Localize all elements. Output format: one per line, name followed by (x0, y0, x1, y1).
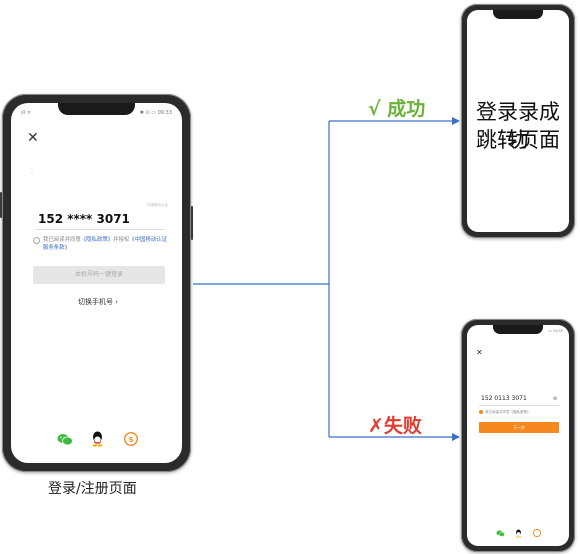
one-click-login-button[interactable]: 本机号码一键登录 (33, 266, 165, 284)
success-line-2: 跳转页面 (476, 128, 560, 152)
login-screen: ıll ᯤ ✱ ⊙ ▭ 09:33 ✕ ·· 中国移动认证 152 **** 3… (11, 103, 182, 463)
input-underline (35, 229, 165, 230)
close-icon[interactable]: ✕ (27, 130, 39, 146)
weibo-icon[interactable]: S (124, 432, 138, 446)
agreement-text: 我已阅读并同意《隐私政策》并授权《中国移动认证服务条款》 (43, 236, 168, 252)
success-phone: 登录录成功 跳转页面 (461, 4, 575, 238)
close-icon[interactable]: ✕ (476, 348, 483, 357)
next-button[interactable]: 下一步 (479, 422, 559, 433)
power-button (191, 206, 193, 240)
notch (58, 103, 135, 115)
qq-icon[interactable] (91, 431, 104, 447)
switch-number-link[interactable]: 切换手机号 › (78, 298, 119, 306)
notch (493, 10, 543, 19)
qq-icon[interactable] (515, 529, 522, 538)
phone-number-field[interactable]: 152 **** 3071 (38, 212, 130, 226)
agreement-middle: 并授权 (113, 237, 130, 243)
agreement-prefix: 我已阅读并同意 (43, 237, 81, 243)
success-label: √ 成功 (368, 98, 426, 120)
success-line-1: 登录录成功 (476, 100, 560, 152)
svg-text:S: S (128, 436, 133, 444)
status-bar-right: ✱ ⊙ ▭ 09:33 (139, 110, 172, 116)
notch (493, 325, 543, 334)
login-page-caption: 登录/注册页面 (48, 481, 137, 497)
login-phone: ıll ᯤ ✱ ⊙ ▭ 09:33 ✕ ·· 中国移动认证 152 **** 3… (0, 94, 193, 472)
more-dots: ·· (31, 166, 33, 177)
weibo-icon[interactable] (533, 529, 541, 537)
status-bar-right: ▭ 14:55 (548, 329, 563, 333)
success-screen: 登录录成功 跳转页面 (467, 10, 569, 232)
fail-screen: ▭ 14:55 ✕ 152 0113 3071 ⊗ 我已阅读并同意《隐私政策》 … (467, 325, 569, 546)
status-bar-left: ıll ᯤ (21, 110, 32, 116)
privacy-link[interactable]: 《隐私政策》 (80, 237, 114, 243)
phone-input[interactable]: 152 0113 3071 (481, 395, 527, 402)
wechat-icon[interactable] (57, 433, 73, 446)
fail-label: ✗失败 (368, 415, 422, 437)
cmcc-terms-link[interactable]: 《中国移动认证服务条款》 (43, 237, 168, 251)
fail-phone: ▭ 14:55 ✕ 152 0113 3071 ⊗ 我已阅读并同意《隐私政策》 … (461, 319, 575, 552)
wechat-icon[interactable] (496, 530, 505, 537)
main-connector (193, 121, 330, 437)
volume-button (0, 192, 2, 218)
clear-input-icon[interactable]: ⊗ (553, 396, 558, 402)
sdk-tag: 中国移动认证 (147, 203, 168, 207)
agree-radio[interactable] (33, 237, 40, 244)
input-underline (479, 405, 559, 406)
agreement-text: 我已阅读并同意《隐私政策》 (485, 410, 531, 414)
agree-checkbox[interactable] (479, 410, 483, 414)
